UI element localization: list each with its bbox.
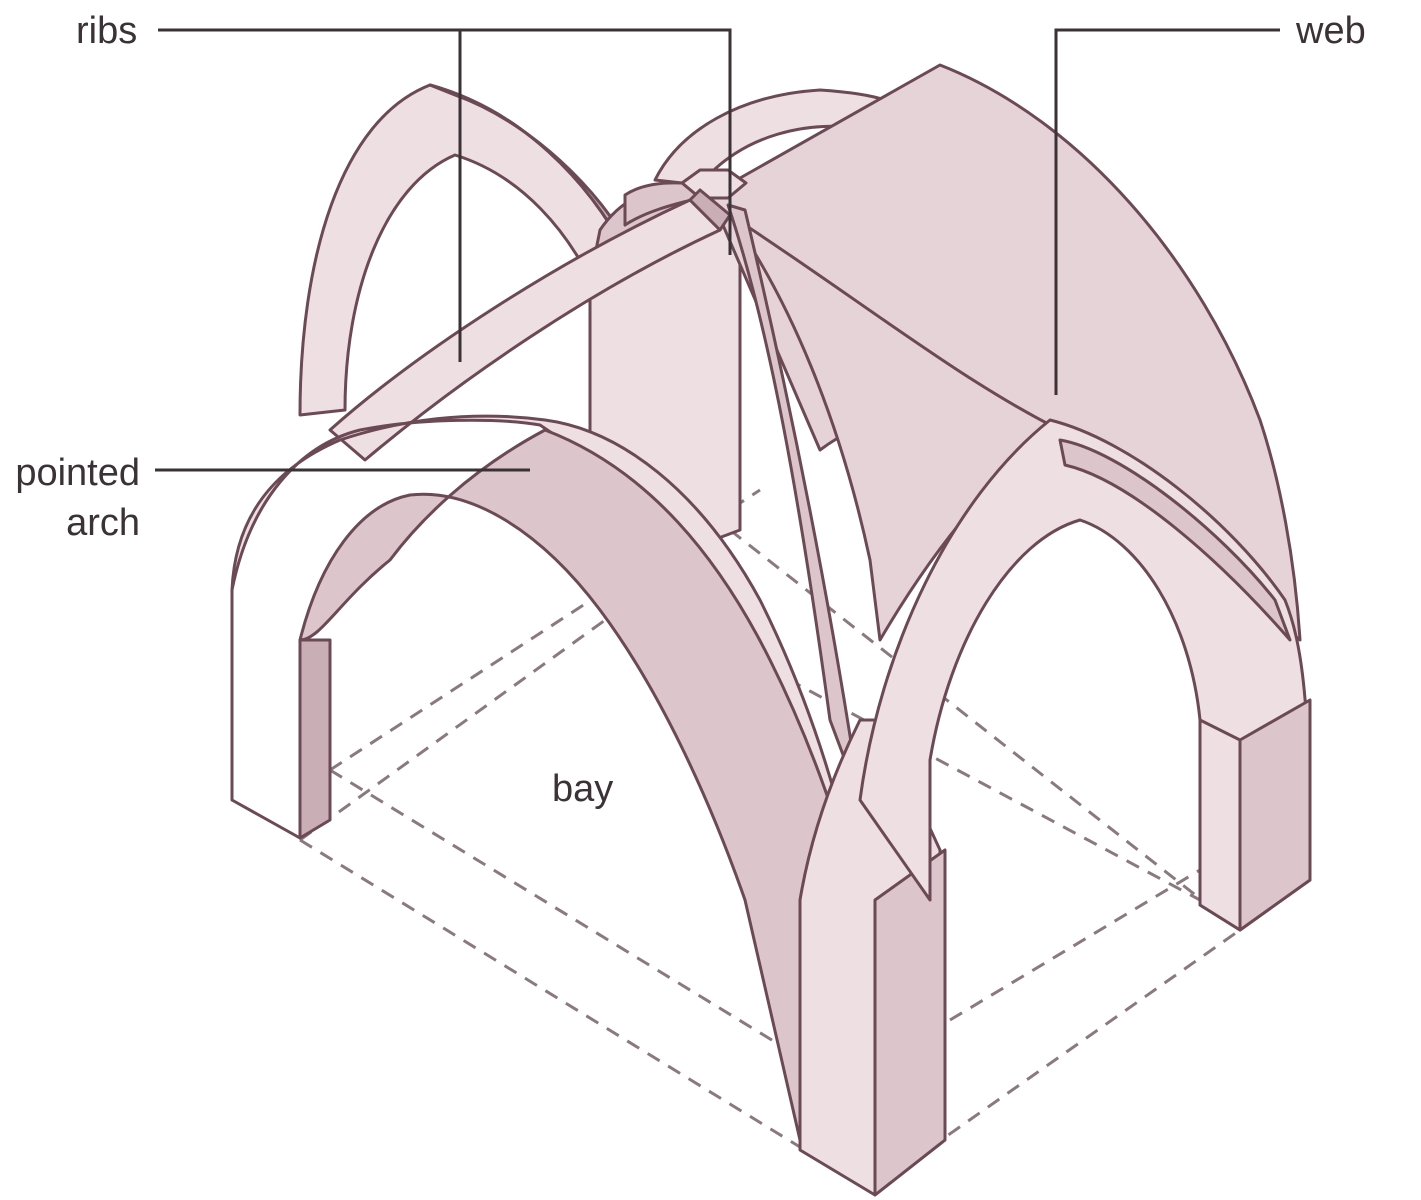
ribs-leader-line: [158, 28, 732, 255]
pointed-arch-label-line1: pointed: [15, 452, 140, 494]
back-right-arch: [653, 88, 887, 187]
web-label: web: [1296, 10, 1366, 52]
leader-lines: [155, 28, 1280, 472]
web-leader-line: [1054, 28, 1280, 395]
front-right-pointed-arch: [858, 418, 1312, 932]
right-pier: [1198, 698, 1312, 932]
pointed-arch-label-line2: arch: [66, 502, 140, 544]
bay-label: bay: [552, 768, 614, 810]
ribs-label: ribs: [76, 10, 138, 52]
